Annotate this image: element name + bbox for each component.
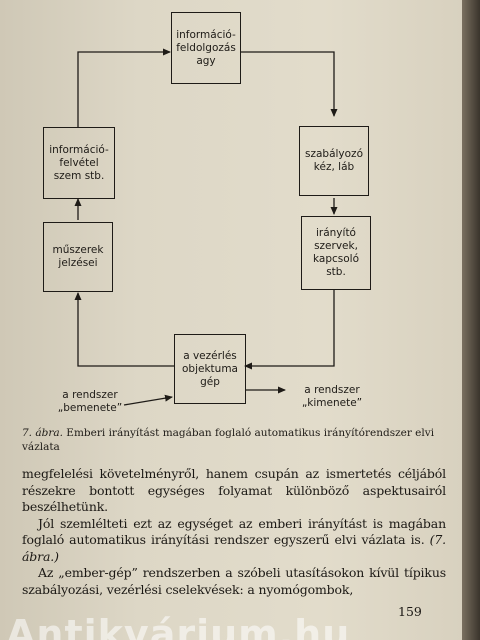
body-text: megfelelési követelményről, hanem csupán… (22, 466, 446, 598)
figure-number: 7. ábra. (22, 427, 63, 439)
system-input-label: a rendszer „bemenete” (57, 389, 123, 414)
figure-reference: (7. ábra.) (22, 532, 446, 564)
book-spine-edge (462, 0, 480, 640)
book-page: információ- feldolgozás agy szabályozó k… (0, 0, 462, 640)
paragraph: megfelelési követelményről, hanem csupán… (22, 466, 446, 514)
arrow-system-input (123, 394, 173, 406)
figure-caption: 7. ábra. Emberi irányítást magában fogla… (22, 426, 442, 454)
box-controlled-object: a vezérlés objektuma gép (174, 334, 246, 404)
box-label: műszerek jelzései (52, 244, 104, 269)
control-loop-diagram (74, 48, 338, 406)
paragraph: Jól szemlélteti ezt az egységet az ember… (22, 516, 446, 566)
system-output-label: a rendszer „kimenete” (301, 384, 363, 409)
arrow-object-to-instruments (74, 292, 174, 367)
arrow-intake-to-processing (77, 48, 171, 127)
box-label: szabályozó kéz, láb (304, 148, 363, 173)
paragraph: Az „ember-gép” rendszerben a szóbeli uta… (22, 565, 446, 597)
box-label: a vezérlés objektuma gép (182, 349, 238, 388)
arrow-processing-to-regulator (240, 51, 338, 117)
box-regulator: szabályozó kéz, láb (299, 126, 369, 196)
box-information-intake: információ- felvétel szem stb. (43, 127, 115, 199)
box-label: információ- feldolgozás agy (176, 28, 236, 67)
arrow-control-to-object (244, 290, 335, 370)
box-label: irányító szervek, kapcsoló stb. (312, 227, 359, 278)
figure-caption-text: Emberi irányítást magában foglaló automa… (22, 427, 435, 453)
box-information-processing: információ- feldolgozás agy (171, 12, 241, 84)
box-control-organs: irányító szervek, kapcsoló stb. (301, 216, 371, 290)
box-instruments: műszerek jelzései (43, 222, 113, 292)
watermark: Antikvárium.hu (6, 612, 351, 640)
box-label: információ- felvétel szem stb. (49, 143, 109, 182)
page-number: 159 (398, 604, 422, 619)
paragraph-text: Jól szemlélteti ezt az egységet az ember… (22, 515, 446, 548)
